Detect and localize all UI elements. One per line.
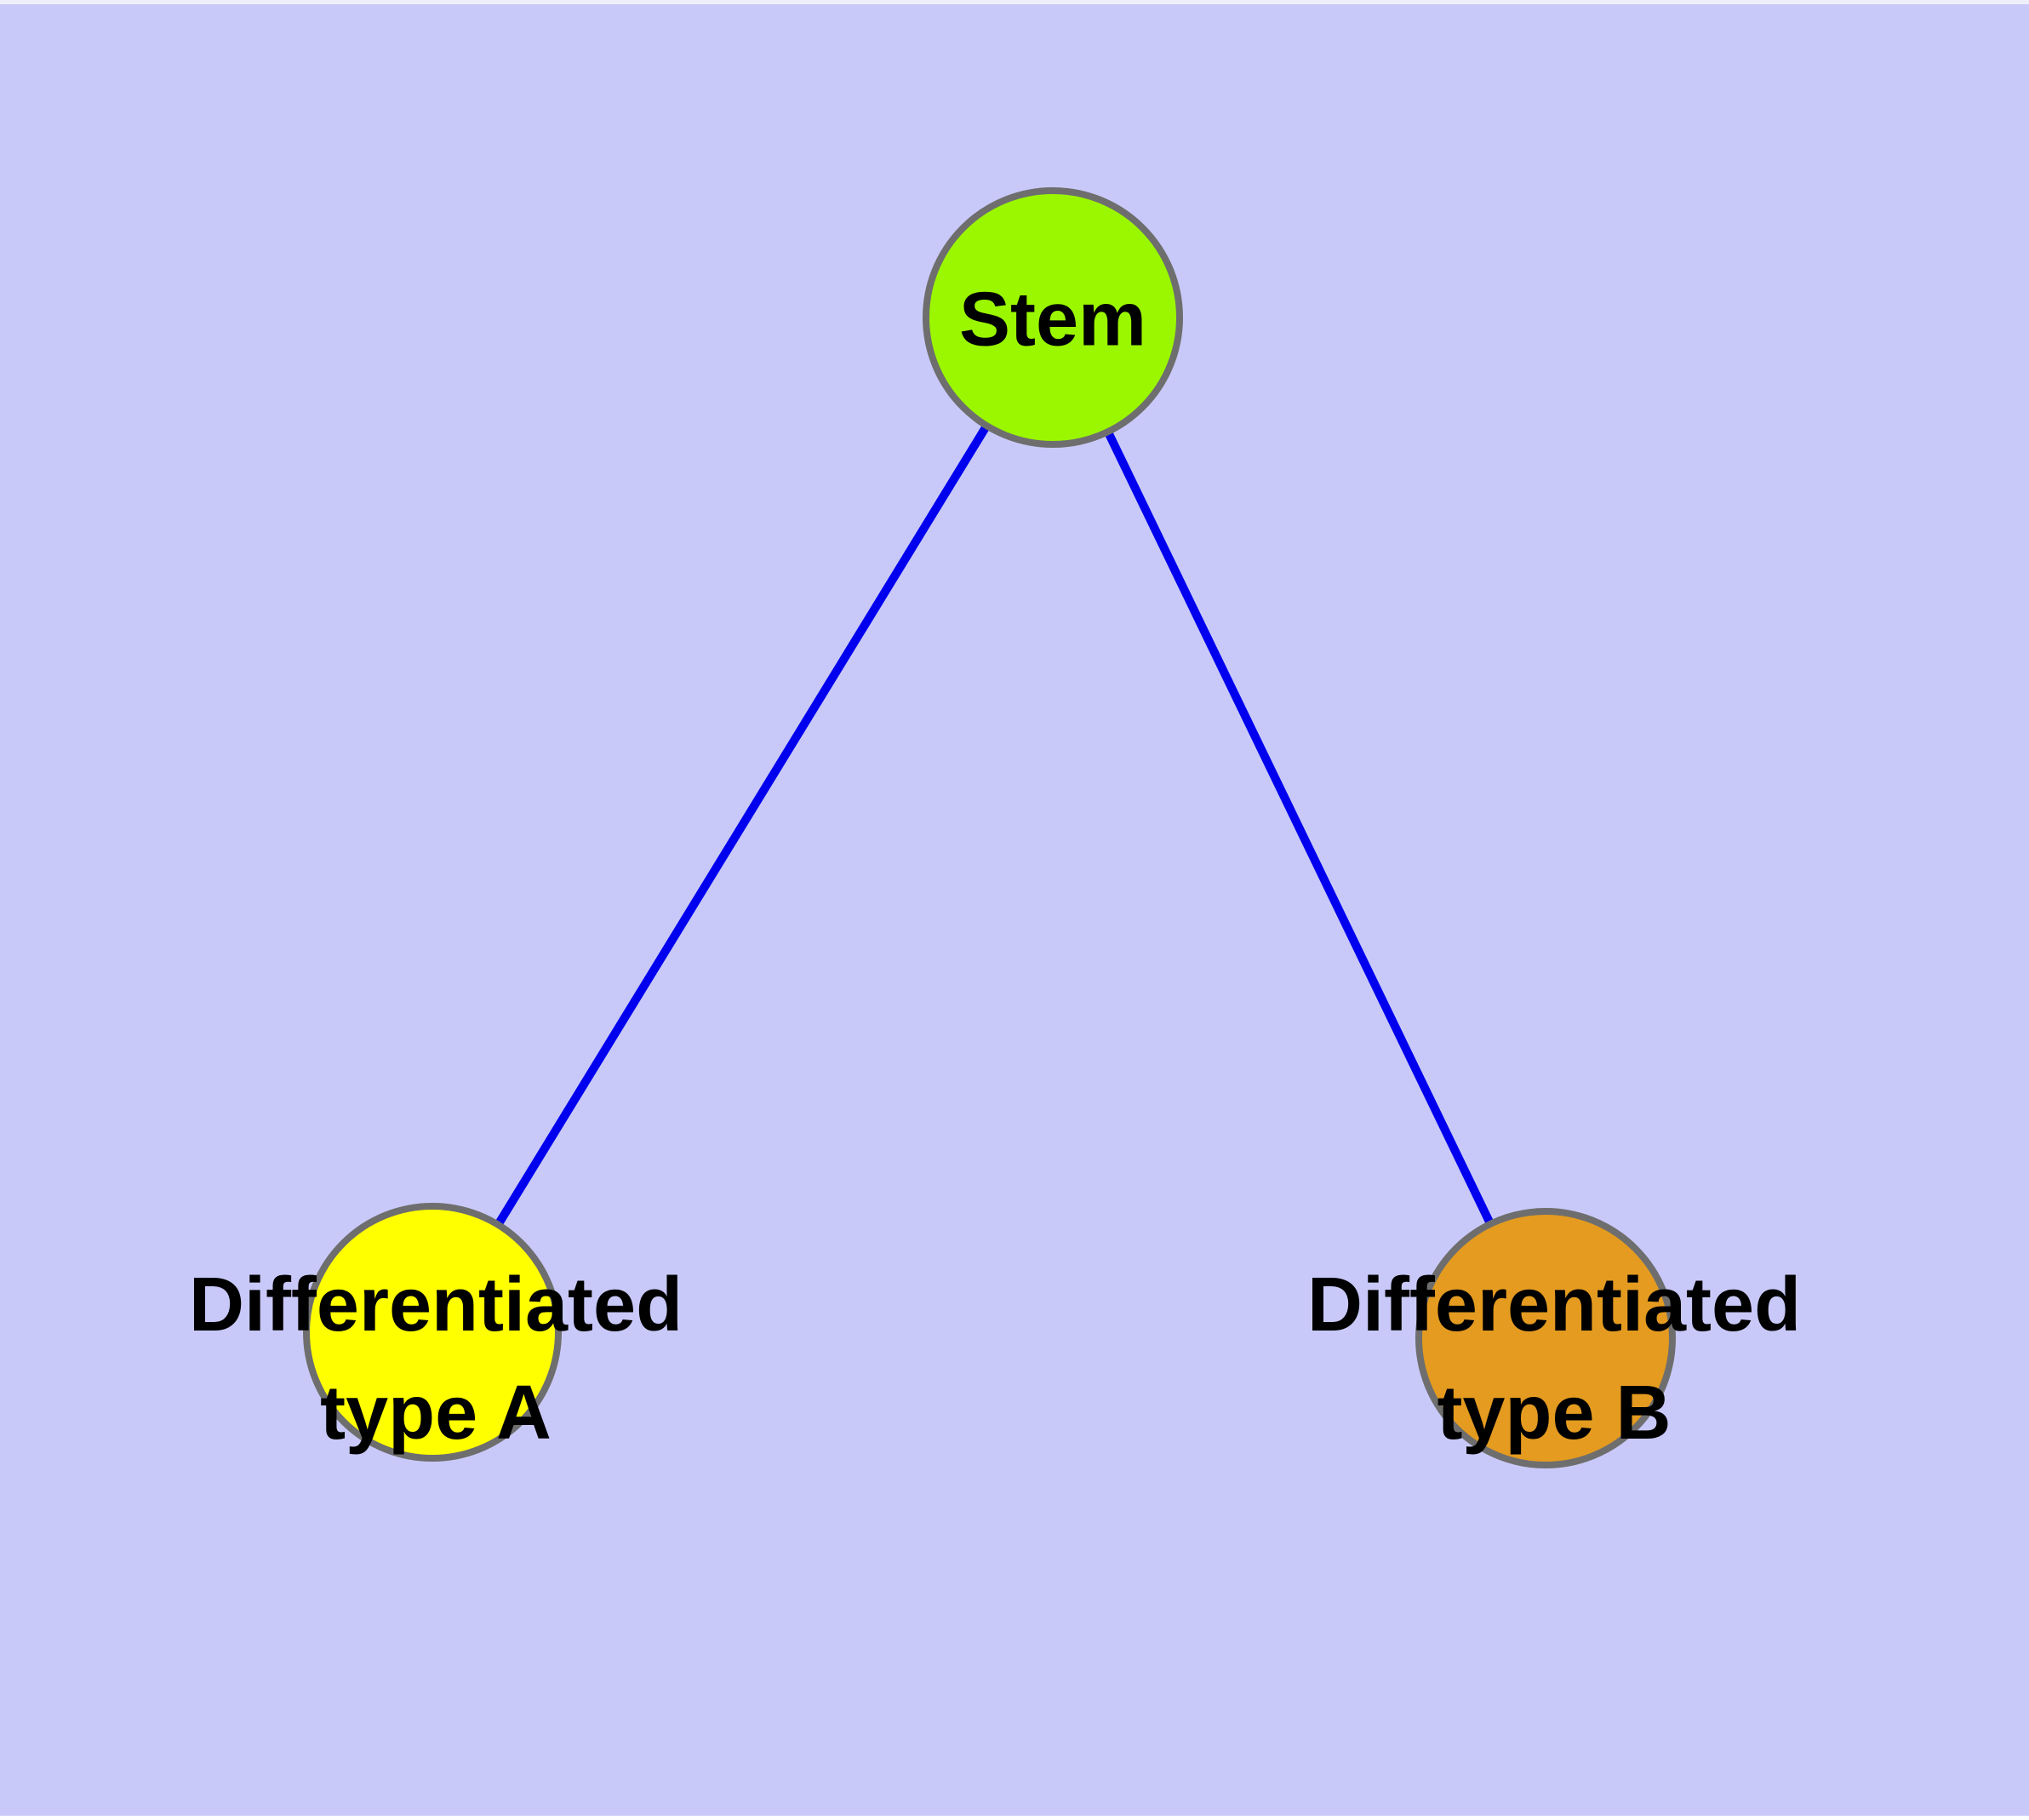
- node-stem[interactable]: [923, 187, 1183, 448]
- edge-stem-to-type-b: [1049, 315, 1550, 1341]
- node-differentiated-type-a[interactable]: [303, 1203, 562, 1462]
- window-edge-bottom: [0, 1816, 2029, 1820]
- edge-stem-to-type-a: [428, 315, 1057, 1335]
- window-edge-top: [0, 0, 2029, 4]
- node-differentiated-type-b[interactable]: [1415, 1208, 1676, 1468]
